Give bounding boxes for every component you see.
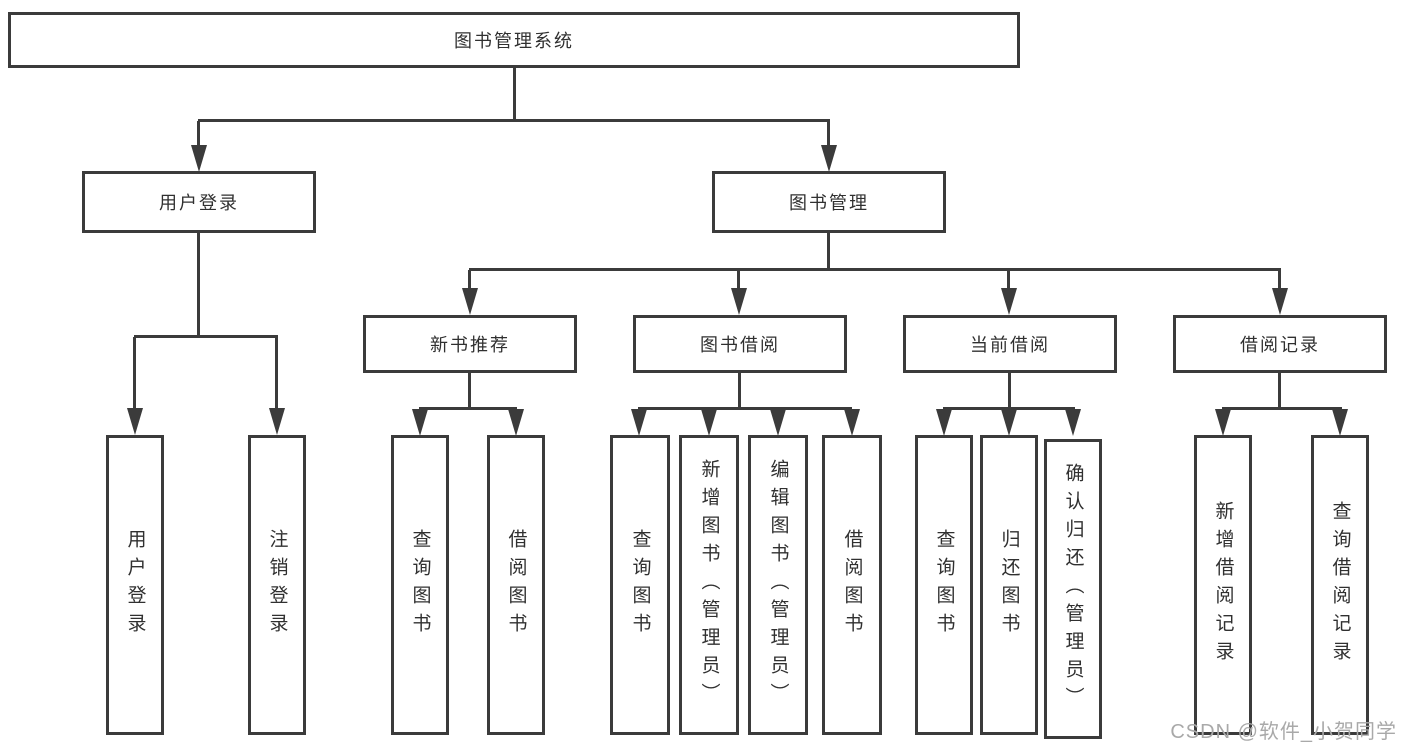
connector-line	[1008, 373, 1011, 409]
connector-line	[738, 373, 741, 409]
leaf-logout: 注销登录	[248, 435, 306, 735]
connector-line	[1278, 270, 1281, 290]
connector-line	[468, 373, 471, 409]
connector-line	[827, 233, 830, 270]
leaf-nbr-query-books: 查询图书	[391, 435, 449, 735]
connector-line	[827, 121, 830, 149]
node-root: 图书管理系统	[8, 12, 1020, 68]
connector-line	[198, 119, 830, 122]
arrowhead-down-icon	[731, 288, 747, 315]
arrowhead-down-icon	[462, 288, 478, 315]
node-new-book-recommend-label: 新书推荐	[430, 335, 510, 355]
node-book-borrowing-label: 图书借阅	[700, 335, 780, 355]
leaf-cb-return-books: 归还图书	[980, 435, 1038, 735]
connector-line	[1007, 270, 1010, 290]
arrowhead-down-icon	[412, 409, 428, 436]
arrowhead-down-icon	[127, 408, 143, 435]
connector-line	[1278, 373, 1281, 409]
leaf-cb-query-books: 查询图书	[915, 435, 973, 735]
leaf-logout-label: 注销登录	[266, 529, 288, 641]
arrowhead-down-icon	[508, 409, 524, 436]
node-borrowing-records-label: 借阅记录	[1240, 335, 1320, 355]
arrowhead-down-icon	[1001, 409, 1017, 436]
node-root-label: 图书管理系统	[454, 31, 574, 51]
node-user-login: 用户登录	[82, 171, 316, 233]
arrowhead-down-icon	[936, 409, 952, 436]
leaf-bb-add-books-admin: 新增图书（管理员）	[679, 435, 739, 735]
arrowhead-down-icon	[844, 409, 860, 436]
leaf-cb-confirm-return-admin-label: 确认归还（管理员）	[1062, 463, 1084, 715]
node-new-book-recommend: 新书推荐	[363, 315, 577, 373]
leaf-nbr-borrow-books: 借阅图书	[487, 435, 545, 735]
node-current-borrowing: 当前借阅	[903, 315, 1117, 373]
arrowhead-down-icon	[701, 409, 717, 436]
leaf-user-login: 用户登录	[106, 435, 164, 735]
leaf-cb-confirm-return-admin: 确认归还（管理员）	[1044, 439, 1102, 739]
arrowhead-down-icon	[1215, 409, 1231, 436]
leaf-br-add-record: 新增借阅记录	[1194, 435, 1252, 735]
connector-line	[134, 335, 278, 338]
leaf-bb-edit-books-admin: 编辑图书（管理员）	[748, 435, 808, 735]
connector-line	[513, 68, 516, 122]
connector-line	[133, 337, 136, 411]
arrowhead-down-icon	[1332, 409, 1348, 436]
leaf-br-add-record-label: 新增借阅记录	[1212, 501, 1234, 669]
connector-line	[275, 337, 278, 411]
arrowhead-down-icon	[1272, 288, 1288, 315]
connector-line	[468, 270, 471, 290]
node-borrowing-records: 借阅记录	[1173, 315, 1387, 373]
node-book-management-label: 图书管理	[789, 193, 869, 213]
node-current-borrowing-label: 当前借阅	[970, 335, 1050, 355]
leaf-nbr-borrow-books-label: 借阅图书	[505, 529, 527, 641]
arrowhead-down-icon	[821, 145, 837, 172]
leaf-nbr-query-books-label: 查询图书	[409, 529, 431, 641]
connector-line	[197, 233, 200, 337]
connector-line	[737, 270, 740, 290]
arrowhead-down-icon	[1001, 288, 1017, 315]
node-user-login-label: 用户登录	[159, 193, 239, 213]
leaf-bb-add-books-admin-label: 新增图书（管理员）	[698, 459, 720, 711]
connector-line	[638, 407, 852, 410]
arrowhead-down-icon	[770, 409, 786, 436]
connector-line	[419, 407, 517, 410]
leaf-user-login-label: 用户登录	[124, 529, 146, 641]
arrowhead-down-icon	[1065, 409, 1081, 436]
leaf-br-query-record-label: 查询借阅记录	[1329, 501, 1351, 669]
connector-line	[1222, 407, 1342, 410]
connector-line	[943, 407, 1075, 410]
leaf-cb-query-books-label: 查询图书	[933, 529, 955, 641]
connector-line	[469, 268, 1281, 271]
arrowhead-down-icon	[191, 145, 207, 172]
node-book-management: 图书管理	[712, 171, 946, 233]
leaf-bb-borrow-books: 借阅图书	[822, 435, 882, 735]
leaf-br-query-record: 查询借阅记录	[1311, 435, 1369, 735]
arrowhead-down-icon	[631, 409, 647, 436]
node-book-borrowing: 图书借阅	[633, 315, 847, 373]
connector-line	[197, 121, 200, 149]
watermark: CSDN @软件_小贺同学	[1170, 721, 1397, 743]
leaf-bb-borrow-books-label: 借阅图书	[841, 529, 863, 641]
leaf-bb-query-books: 查询图书	[610, 435, 670, 735]
leaf-cb-return-books-label: 归还图书	[998, 529, 1020, 641]
leaf-bb-edit-books-admin-label: 编辑图书（管理员）	[767, 459, 789, 711]
arrowhead-down-icon	[269, 408, 285, 435]
leaf-bb-query-books-label: 查询图书	[629, 529, 651, 641]
